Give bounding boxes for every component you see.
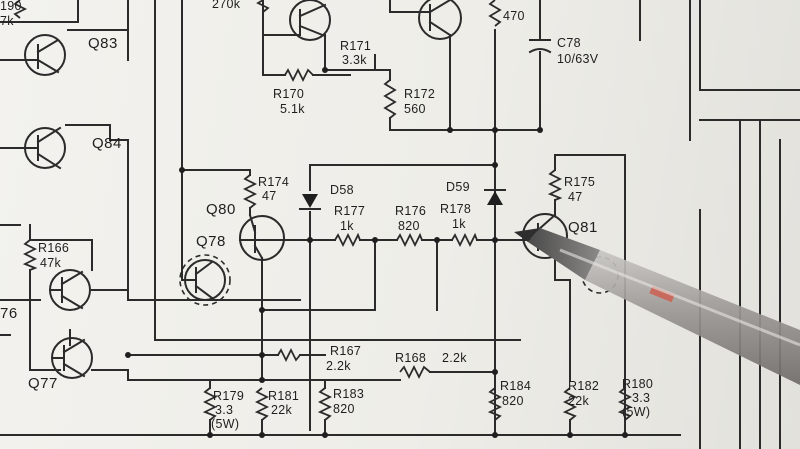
pen-pointer	[514, 228, 800, 385]
label-q77: Q77	[28, 375, 58, 392]
label-r177: R177	[334, 204, 365, 218]
capacitor-c78	[528, 39, 552, 54]
resistor-r179	[202, 387, 218, 421]
resistor-r176	[396, 232, 423, 248]
label-r170: R170	[273, 87, 304, 101]
label-r179: R179	[213, 389, 244, 403]
label-c78-value: 10/63V	[557, 52, 599, 66]
label-q84: Q84	[92, 135, 122, 152]
label-r182: R182	[568, 379, 599, 393]
transistor-q80	[239, 213, 286, 261]
transistor-top-mid	[289, 0, 331, 41]
resistor-r184	[487, 387, 503, 421]
resistor-r183	[317, 387, 333, 421]
label-r176: R176	[395, 204, 426, 218]
resistor-r182	[562, 387, 578, 421]
label-r174: R174	[258, 175, 289, 189]
label-c78: C78	[557, 36, 581, 50]
label-r175: R175	[564, 175, 595, 189]
resistor-r173	[488, 0, 502, 27]
transistor-top-right	[418, 0, 462, 40]
label-r184: R184	[500, 379, 531, 393]
label-r180: R180	[622, 377, 653, 391]
label-q81: Q81	[568, 219, 598, 236]
resistor-r180	[617, 387, 633, 421]
label-r170-value: 5.1k	[280, 102, 305, 116]
label-r173-value: 470	[503, 9, 525, 23]
label-r174-value: 47	[262, 189, 277, 203]
label-r172-value: 560	[404, 102, 426, 116]
label-q76: 76	[0, 305, 18, 322]
resistor-r172	[383, 79, 397, 119]
label-r190-value: 7k	[0, 14, 14, 28]
label-r183-value: 820	[333, 402, 355, 416]
resistor-r178	[451, 232, 478, 248]
transistor-q83	[19, 34, 66, 76]
diode-d58	[299, 194, 321, 210]
diode-d59	[484, 189, 506, 205]
resistor-r190	[13, 0, 28, 19]
label-r167: R167	[330, 344, 361, 358]
transistor-q76	[49, 269, 91, 311]
label-r181-value: 22k	[271, 403, 293, 417]
label-r180-power: (5W)	[622, 405, 650, 419]
label-r172: R172	[404, 87, 435, 101]
label-r182-value: 22k	[568, 394, 590, 408]
label-r167-value: 2.2k	[326, 359, 351, 373]
label-r183: R183	[333, 387, 364, 401]
label-r166-value: 47k	[40, 256, 62, 270]
transistors	[19, 0, 619, 379]
label-r168-value: 2.2k	[442, 351, 467, 365]
resistor-r177	[334, 232, 361, 248]
label-r179-value: 3.3	[215, 403, 233, 417]
resistor-r168	[399, 364, 431, 380]
resistors	[13, 0, 633, 421]
label-r176-value: 820	[398, 219, 420, 233]
label-q83: Q83	[88, 35, 118, 52]
transistor-q84	[21, 126, 66, 170]
label-d59: D59	[446, 180, 470, 194]
label-r171: R171	[340, 39, 371, 53]
label-d58: D58	[330, 183, 354, 197]
resistor-r175	[547, 169, 563, 201]
diodes	[299, 189, 506, 210]
label-r178: R178	[440, 202, 471, 216]
resistor-r174	[242, 174, 258, 209]
resistor-r170	[284, 67, 314, 83]
label-r178-value: 1k	[452, 217, 466, 231]
resistor-r166	[22, 239, 38, 271]
label-r168: R168	[395, 351, 426, 365]
resistor-r270	[256, 0, 270, 13]
label-q78: Q78	[196, 233, 226, 250]
label-r190: 190	[0, 0, 22, 13]
label-r180-value: 3.3	[632, 391, 650, 405]
transistor-q78	[179, 254, 231, 306]
label-r270-value: 270k	[212, 0, 241, 11]
label-r179-power: (5W)	[211, 417, 239, 431]
label-r171-value: 3.3k	[342, 53, 367, 67]
label-r184-value: 820	[502, 394, 524, 408]
label-r175-value: 47	[568, 190, 583, 204]
resistor-r181	[254, 387, 270, 421]
label-q80: Q80	[206, 201, 236, 218]
label-r166: R166	[38, 241, 69, 255]
component-labels: 190 7k 270k Q83 Q84 R171 3.3k R170 5.1k …	[0, 0, 653, 431]
transistor-q77	[51, 337, 93, 379]
label-r177-value: 1k	[340, 219, 354, 233]
label-r181: R181	[268, 389, 299, 403]
junction-dots	[125, 67, 628, 438]
resistor-r167	[277, 347, 301, 363]
